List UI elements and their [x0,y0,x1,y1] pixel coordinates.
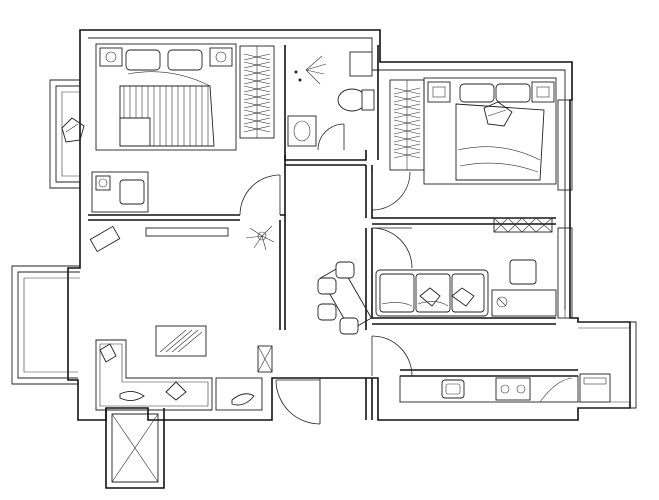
chair [509,259,537,285]
water-heater [349,51,373,77]
chair [335,261,355,279]
living-room [89,225,275,411]
pillow [125,49,161,71]
nightstand [209,47,233,67]
entrance-door [275,378,321,425]
bedroom-2 [371,77,557,211]
bedroom-2-window [557,99,573,319]
toilet-tank [361,89,375,111]
dining-area [317,261,373,335]
dining-table [319,265,373,331]
nightstand [531,81,555,103]
cushion [483,101,513,127]
sink [287,115,317,147]
hangers [393,87,421,159]
study [371,217,557,317]
side-cabinet [215,377,263,411]
tv-cabinet [145,227,229,237]
side-table [89,225,121,253]
bedroom-balcony [49,79,80,189]
nightstand [99,47,123,67]
lamp [95,175,111,191]
bedroom-1 [61,43,281,216]
cushion [61,117,85,143]
fridge [579,373,611,403]
entrance-protrusion [105,408,165,489]
hangers [243,53,271,133]
desk [91,171,149,213]
counter [399,375,579,403]
bathroom [287,51,375,151]
chair [119,179,145,205]
blanket [123,86,209,146]
shelf [493,217,553,233]
pillow [459,83,495,103]
kitchen [371,335,611,403]
shoe-cabinet [257,345,273,373]
cushion [119,391,145,401]
coffee-table [155,325,207,357]
l-sofa [95,339,213,411]
chair [339,317,359,335]
chair [317,277,337,295]
shower [294,55,327,85]
cushion [419,287,441,307]
cushion [451,287,475,307]
nightstand [427,81,451,103]
cushion [165,381,187,401]
sofa [375,269,489,317]
double-bed [95,43,237,151]
plant [245,225,275,251]
sink [441,379,465,399]
cushion [99,343,117,363]
pillow [495,83,531,103]
duvet [455,103,545,181]
desk [491,289,557,317]
chair [317,303,337,321]
stove [495,377,531,401]
living-balcony [11,265,80,385]
pillow [167,49,203,71]
interior-walls [88,45,578,420]
